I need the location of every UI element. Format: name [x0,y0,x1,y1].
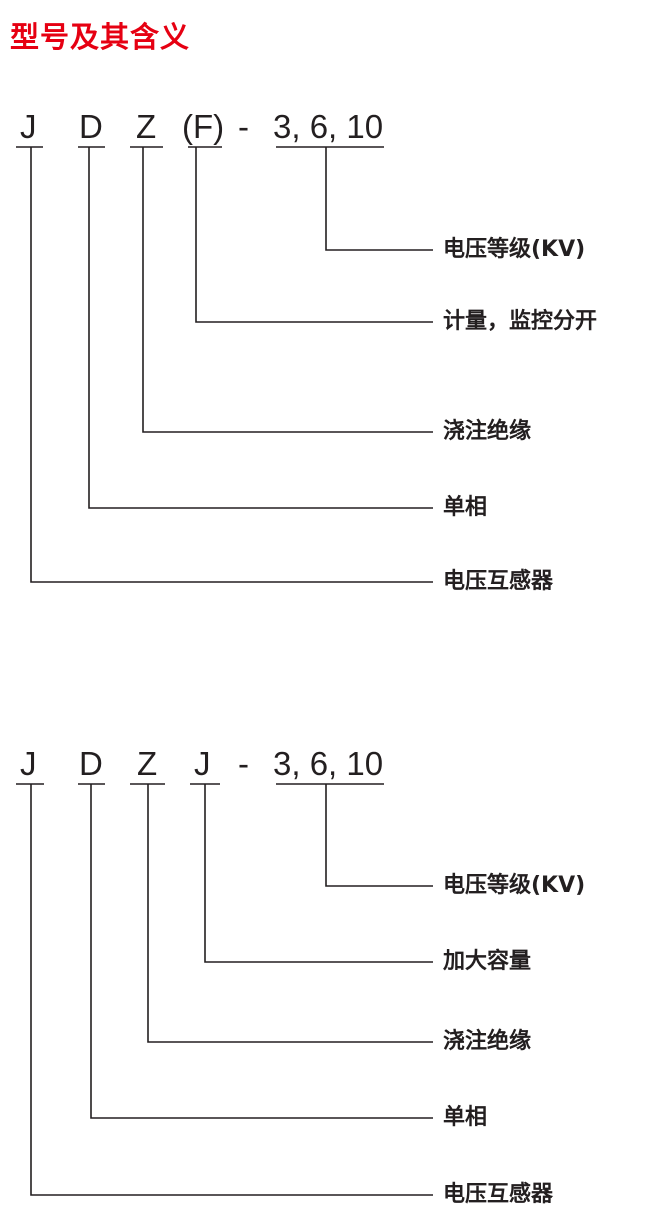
label-cast-insulation: 浇注绝缘 [443,1029,532,1054]
connector-d [88,147,433,509]
label-voltage-level: 电压等级(KV) [443,873,586,898]
code-letter: J [194,745,211,782]
label-single-phase: 单相 [443,1105,488,1130]
label-cast-insulation: 浇注绝缘 [443,419,532,444]
code-letter: D [79,108,103,145]
label-voltage-level: 电压等级(KV) [443,237,586,262]
connector-voltage [325,784,433,887]
code-letter: Z [136,108,157,145]
connector-z [142,147,433,433]
code-letter: J [20,745,37,782]
code-letter: (F) [182,108,225,145]
connector-j [30,784,433,1196]
label-increased-capacity: 加大容量 [443,949,532,974]
connector-f [195,147,433,323]
connector-z [147,784,433,1043]
code-letter: Z [137,745,158,782]
code-voltage: 3, 6, 10 [273,745,384,782]
code-dash: - [238,745,249,782]
code-letter: D [79,745,103,782]
code-voltage: 3, 6, 10 [273,108,384,145]
code-dash: - [238,108,249,145]
code-letter: J [20,108,37,145]
label-voltage-transformer: 电压互感器 [443,569,554,594]
connector-d [90,784,433,1119]
page-title: 型号及其含义 [10,20,191,54]
connector-j2 [204,784,433,963]
label-single-phase: 单相 [443,495,488,520]
label-metering: 计量，监控分开 [443,309,598,334]
connector-voltage [325,147,433,251]
connector-j [30,147,433,583]
label-voltage-transformer: 电压互感器 [443,1182,554,1207]
